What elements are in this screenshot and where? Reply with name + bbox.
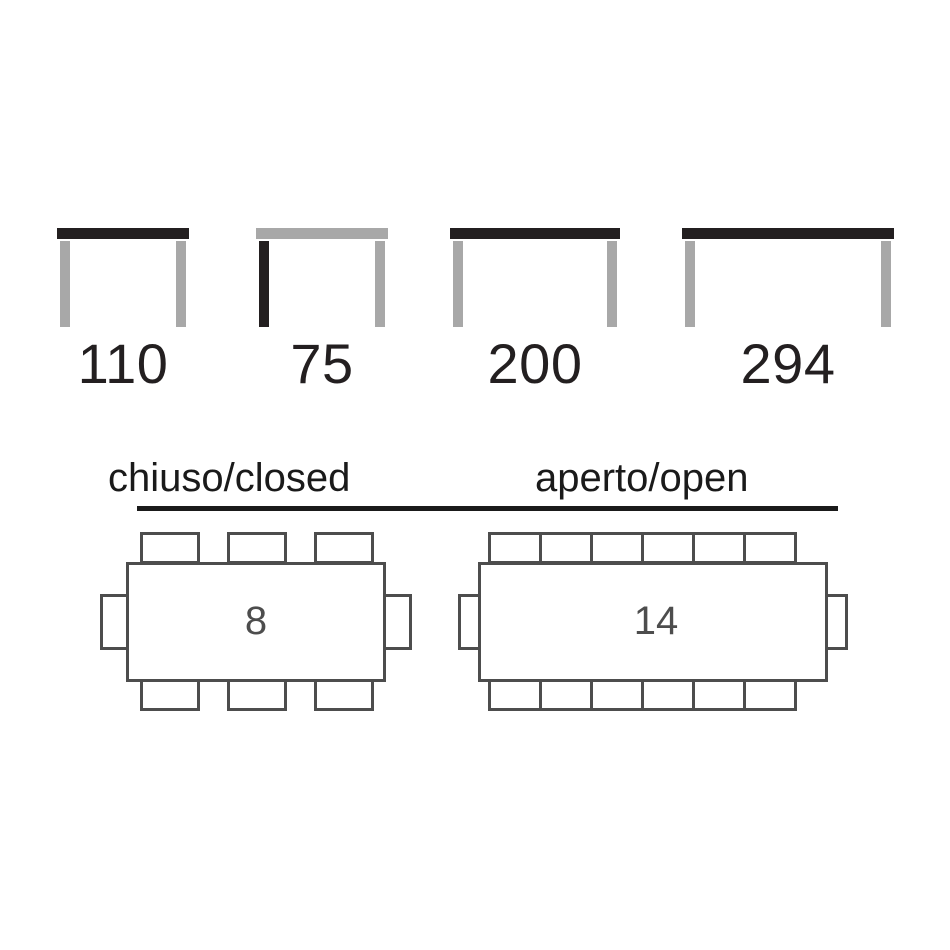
seat-top-4 xyxy=(641,532,695,564)
seat-bottom-3 xyxy=(314,679,374,711)
seat-bottom-3 xyxy=(590,679,644,711)
plan-open: 14 xyxy=(458,515,858,715)
caption-chiuso-closed: chiuso/closed xyxy=(108,456,351,500)
seat-left-1 xyxy=(458,594,481,650)
section-divider-rule xyxy=(137,506,838,511)
elevation-110: 110 xyxy=(57,228,189,398)
seat-bottom-5 xyxy=(692,679,746,711)
seat-bottom-1 xyxy=(140,679,200,711)
caption-aperto-open: aperto/open xyxy=(535,456,749,500)
tabletop-profile-icon xyxy=(682,228,894,239)
seat-top-2 xyxy=(227,532,287,564)
elevation-294: 294 xyxy=(682,228,894,398)
seat-bottom-6 xyxy=(743,679,797,711)
table-leg-left-icon xyxy=(453,241,463,327)
seat-right-1 xyxy=(825,594,848,650)
seat-top-5 xyxy=(692,532,746,564)
dimension-label-75: 75 xyxy=(290,332,354,395)
seat-bottom-2 xyxy=(539,679,593,711)
table-leg-right-icon xyxy=(176,241,186,327)
seat-top-3 xyxy=(314,532,374,564)
seat-top-6 xyxy=(743,532,797,564)
tabletop-profile-icon xyxy=(256,228,388,239)
seat-bottom-4 xyxy=(641,679,695,711)
dimension-label-294: 294 xyxy=(740,332,836,395)
seat-count-closed: 8 xyxy=(244,599,268,643)
seat-top-3 xyxy=(590,532,644,564)
seat-right-1 xyxy=(383,594,412,650)
table-leg-right-icon xyxy=(375,241,385,327)
dimension-label-200: 200 xyxy=(487,332,583,395)
seat-left-1 xyxy=(100,594,129,650)
table-leg-right-icon xyxy=(881,241,891,327)
table-leg-left-icon xyxy=(685,241,695,327)
elevation-200: 200 xyxy=(450,228,620,398)
elevation-75: 75 xyxy=(256,228,388,398)
seat-count-open: 14 xyxy=(633,599,679,643)
seat-bottom-2 xyxy=(227,679,287,711)
seat-top-1 xyxy=(488,532,542,564)
table-leg-right-icon xyxy=(607,241,617,327)
table-leg-left-icon xyxy=(60,241,70,327)
table-leg-left-icon xyxy=(259,241,269,327)
plan-closed: 8 xyxy=(100,515,420,715)
tabletop-profile-icon xyxy=(450,228,620,239)
seat-top-1 xyxy=(140,532,200,564)
tabletop-profile-icon xyxy=(57,228,189,239)
table-surface-open xyxy=(478,562,828,682)
seat-top-2 xyxy=(539,532,593,564)
dimension-label-110: 110 xyxy=(77,332,169,395)
seat-bottom-1 xyxy=(488,679,542,711)
table-surface-closed xyxy=(126,562,386,682)
